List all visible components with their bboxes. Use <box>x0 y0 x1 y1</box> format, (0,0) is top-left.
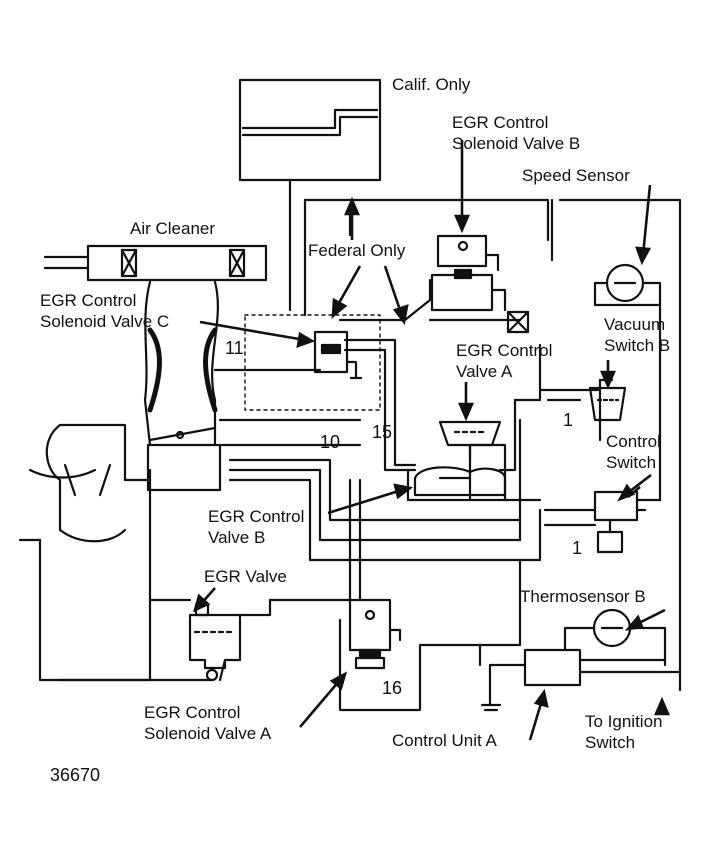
label-vacuum-switch-b-line2: Switch B <box>604 336 671 355</box>
calif-only-module <box>238 78 382 182</box>
label-control-switch-line1: Control <box>606 432 661 451</box>
label-speed-sensor: Speed Sensor <box>522 166 630 185</box>
label-solenoid-valve-c-line1: EGR Control <box>40 291 137 310</box>
label-air-cleaner: Air Cleaner <box>130 219 216 238</box>
engine-block <box>18 423 152 682</box>
label-thermosensor-b: Thermosensor B <box>520 587 646 606</box>
label-calif-only: Calif. Only <box>392 75 471 94</box>
number-10: 10 <box>320 432 341 452</box>
speed-sensor <box>558 198 682 692</box>
label-control-valve-b-line1: EGR Control <box>208 507 305 526</box>
egr-valve <box>188 603 242 682</box>
label-ignition-switch-line2: Switch <box>585 733 636 752</box>
number-1-bottom: 1 <box>572 538 583 558</box>
label-solenoid-valve-a-line2: Solenoid Valve A <box>144 724 272 743</box>
vacuum-lines <box>58 178 602 712</box>
control-valve-a <box>438 420 502 462</box>
solenoid-valve-a <box>348 598 402 670</box>
figure-id: 36670 <box>50 765 101 785</box>
solenoid-valve-b <box>430 234 530 334</box>
solenoid-valve-c <box>313 330 363 380</box>
label-control-valve-a-line1: EGR Control <box>456 341 553 360</box>
label-egr-valve: EGR Valve <box>204 567 287 586</box>
number-11: 11 <box>225 338 244 358</box>
label-federal-only: Federal Only <box>308 241 406 260</box>
label-solenoid-valve-c-line2: Solenoid Valve C <box>40 312 170 331</box>
number-1-top: 1 <box>563 410 574 430</box>
number-15: 15 <box>372 422 393 442</box>
number-16: 16 <box>382 678 403 698</box>
label-vacuum-switch-b-line1: Vacuum <box>604 315 666 334</box>
label-control-switch-line2: Switch <box>606 453 657 472</box>
label-solenoid-valve-b-line2: Solenoid Valve B <box>452 134 581 153</box>
control-valve-b <box>413 466 507 497</box>
label-solenoid-valve-a-line1: EGR Control <box>144 703 241 722</box>
label-solenoid-valve-b-line1: EGR Control <box>452 113 549 132</box>
air-cleaner <box>43 244 268 282</box>
label-control-unit-a: Control Unit A <box>392 731 497 750</box>
control-unit-a <box>478 643 682 712</box>
intake-body <box>143 280 362 492</box>
label-control-valve-b-line2: Valve B <box>208 528 266 547</box>
control-switch <box>593 490 647 554</box>
label-ignition-switch-line1: To Ignition <box>585 712 663 731</box>
label-control-valve-a-line2: Valve A <box>456 362 513 381</box>
